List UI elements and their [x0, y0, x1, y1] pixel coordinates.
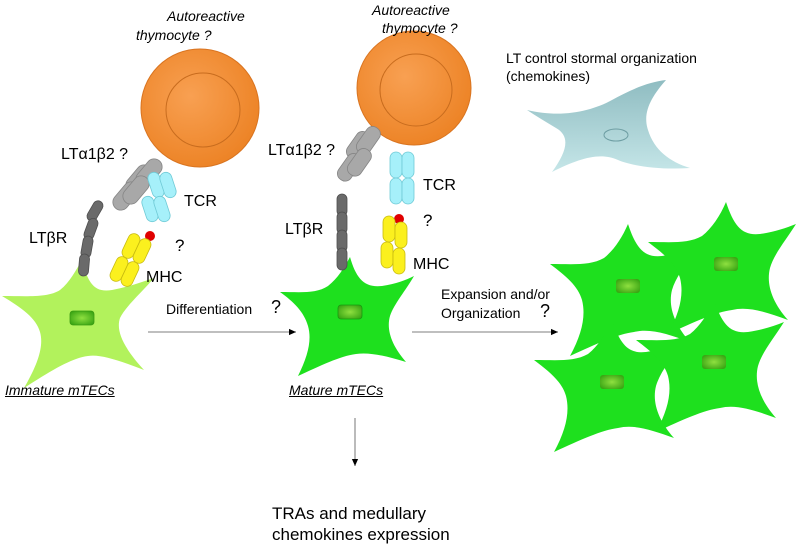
expanded-mtec-4 — [636, 300, 784, 432]
thymocyte-label-middle: thymocyte ? — [382, 20, 458, 36]
peptide-left — [145, 231, 155, 241]
lta1b2-label-left: LTα1β2 ? — [61, 146, 129, 163]
expansion-label: Expansion and/or — [441, 286, 550, 302]
tcr-left — [141, 171, 177, 223]
ltbr-middle — [336, 193, 348, 271]
tcr-middle — [389, 151, 415, 205]
stromal-label: LT control stormal organization — [506, 50, 697, 66]
thymocyte-middle — [356, 30, 472, 146]
mhc-left — [109, 233, 152, 287]
mature-mtec-nucleus — [337, 304, 363, 320]
question-mark-middle: ? — [423, 211, 433, 230]
chemokines-label: (chemokines) — [506, 68, 591, 84]
peptide-middle — [394, 214, 404, 224]
expanded-mtec-3-nucleus — [600, 375, 624, 389]
mature-mtecs-label: Mature mTECs — [289, 382, 384, 398]
tcr-label-middle: TCR — [423, 177, 456, 194]
mhc-label-middle: MHC — [413, 256, 450, 273]
ltbr-left — [78, 200, 104, 277]
tras-label: TRAs and medullary — [272, 504, 427, 523]
stromal-cell — [527, 80, 690, 172]
expanded-mtec-3 — [534, 320, 682, 452]
mhc-middle — [380, 215, 408, 275]
organization-label: Organization — [441, 305, 521, 321]
immature-mtecs-label: Immature mTECs — [5, 382, 115, 398]
differentiation-question: ? — [271, 297, 282, 317]
mature-mtec — [280, 257, 414, 376]
autoreactive-label-middle: Autoreactive — [372, 2, 450, 18]
mhc-label-left: MHC — [146, 269, 183, 286]
stromal-nucleus — [603, 128, 629, 142]
thymocyte-left — [140, 48, 260, 168]
chemokines-expression-label: chemokines expression — [272, 525, 450, 544]
immature-mtec — [2, 260, 154, 388]
expansion-question: ? — [540, 301, 551, 321]
autoreactive-label-left: Autoreactive — [167, 8, 245, 24]
ltbr-label-left: LTβR — [29, 230, 68, 247]
tcr-label-left: TCR — [184, 193, 217, 210]
lta1b2-left — [112, 158, 163, 211]
expanded-mtec-1 — [550, 224, 698, 356]
differentiation-label: Differentiation — [166, 301, 253, 317]
immature-mtec-nucleus — [69, 310, 95, 326]
expanded-mtec-2-nucleus — [714, 257, 738, 271]
thymocyte-label-left: thymocyte ? — [136, 27, 212, 43]
expanded-mtec-1-nucleus — [616, 279, 640, 293]
expanded-mtec-2 — [648, 202, 796, 334]
question-mark-left: ? — [175, 236, 185, 255]
lta1b2-label-middle: LTα1β2 ? — [268, 142, 336, 159]
expanded-mtec-4-nucleus — [702, 355, 726, 369]
ltbr-label-middle: LTβR — [285, 221, 324, 238]
lta1b2-middle — [337, 126, 381, 182]
